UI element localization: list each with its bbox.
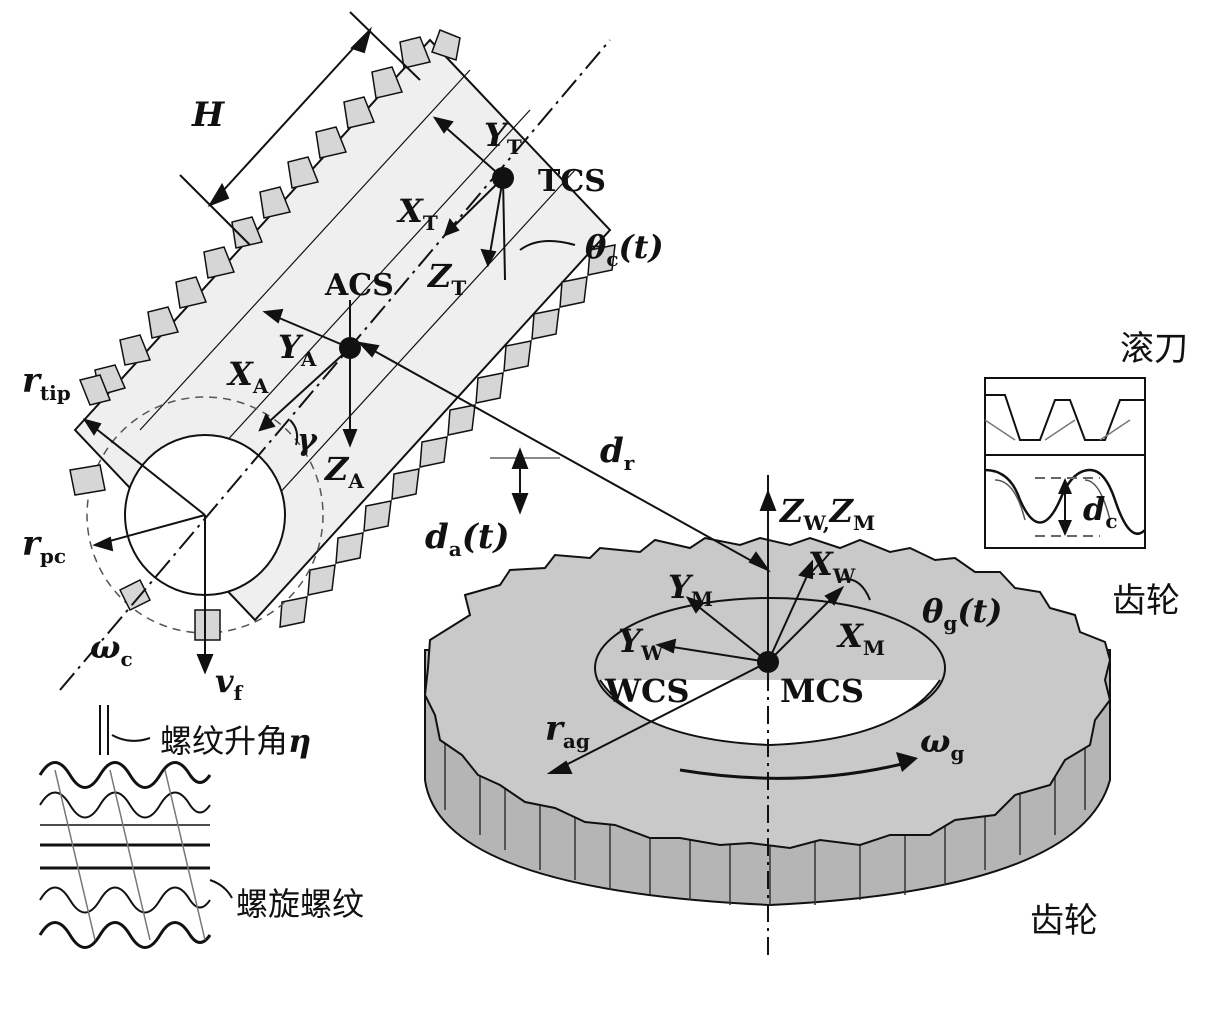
tcs-axes [432,116,506,281]
label-ym: YM [668,568,713,611]
label-mcs: MCS [780,672,864,710]
label-vf: vf [215,662,244,705]
r-tip-arrow [84,419,206,516]
label-dr: dr [600,431,635,475]
label-r-pc: rpc [22,524,66,568]
H-dimension [179,11,421,246]
label-yt: YT [484,116,522,159]
label-tcs: TCS [538,164,606,199]
label-xm: XM [836,617,885,660]
label-omega-g: ωg [920,722,964,765]
label-zw-zm: ZW,ZM [778,492,875,535]
da-dimension [490,447,560,515]
label-H: H [191,95,226,135]
label-omega-c: ωc [90,628,133,671]
thread-inset [38,705,233,949]
gamma-arc [289,419,299,446]
label-theta-c: θc(t) [585,228,664,271]
label-yw: YW [618,622,664,665]
label-acs: ACS [324,268,394,303]
gear-axes [546,489,871,774]
theta-c-leader [519,240,576,251]
label-helix: 螺旋螺纹 [236,885,364,923]
label-da: da(t) [425,517,510,561]
label-theta-g: θg(t) [922,592,1002,635]
label-xa: XA [226,355,269,398]
label-xt: XT [396,192,438,235]
label-za: ZA [323,450,364,493]
r-pc-arrow [94,514,206,546]
label-gamma: γ [297,423,318,458]
profile-inset [984,377,1146,549]
acs-axes [258,300,358,448]
label-xw: XW [806,545,856,588]
label-wcs: WCS [604,672,690,710]
tcs-origin [492,167,514,189]
label-gear-cn-inset: 齿轮 [1112,581,1180,621]
label-r-tip: rtip [22,361,71,405]
label-hob-cn: 滚刀 [1120,329,1188,369]
hob-axis [59,39,611,691]
label-lead-angle: 螺纹升角η [160,722,311,760]
label-zt: ZT [426,257,466,300]
hob-body [69,29,616,641]
dr-dimension [357,341,771,573]
omega-g-arrow [679,760,911,780]
label-dc: dc [1083,490,1118,533]
label-gear-cn: 齿轮 [1030,901,1098,941]
label-r-ag: rag [545,709,590,753]
label-ya: YA [278,328,317,371]
gear-body [423,536,1112,907]
gear-origin [757,651,779,673]
acs-origin [339,337,361,359]
